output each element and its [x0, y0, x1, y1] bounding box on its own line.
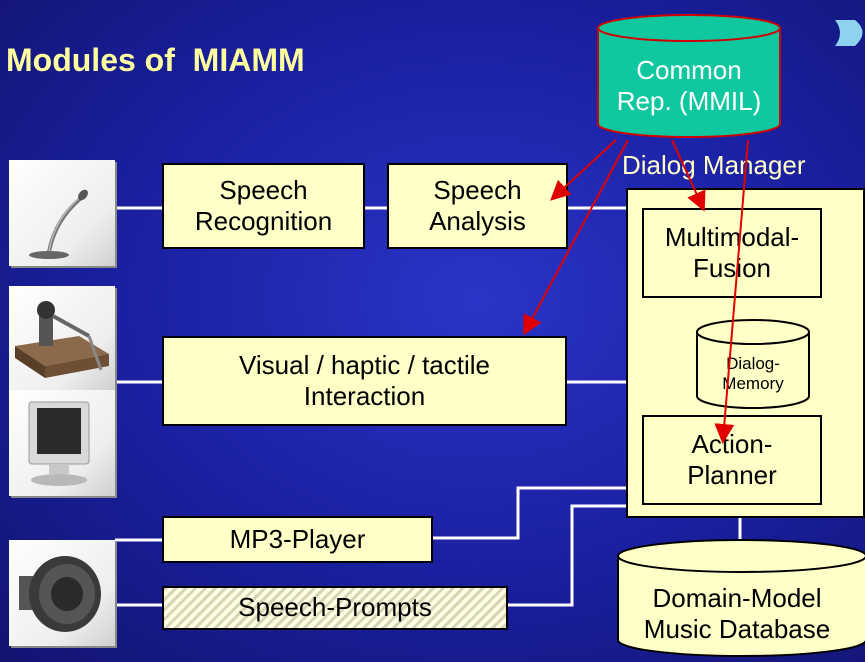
monitor-device — [9, 390, 115, 496]
speech-analysis-line1: Speech — [433, 174, 522, 205]
visual-haptic-line2: Interaction — [303, 381, 426, 411]
dialog-manager-label: Dialog Manager — [622, 150, 806, 180]
haptic-device — [9, 286, 115, 392]
mp3-player-box: MP3-Player — [162, 516, 433, 563]
common-rep-line2: Rep. (MMIL) — [616, 86, 762, 116]
microphone-icon — [29, 189, 88, 259]
haptic-device-icon — [15, 301, 109, 378]
domain-model-line1: Domain-Model — [652, 582, 822, 613]
microphone-device — [9, 160, 115, 266]
speech-recognition-box: Speech Recognition — [162, 163, 365, 249]
speech-prompts-label: Speech-Prompts — [238, 592, 432, 623]
domain-model-label: Domain-Model Music Database — [612, 576, 862, 652]
monitor-icon — [28, 401, 90, 486]
speech-recognition-line2: Recognition — [194, 206, 333, 236]
visual-haptic-box: Visual / haptic / tactile Interaction — [162, 336, 567, 426]
speech-prompts-box: Speech-Prompts — [162, 586, 508, 630]
action-planner-line2: Planner — [687, 460, 777, 490]
page-title: Modules of MIAMM — [6, 42, 305, 78]
speech-analysis-line2: Analysis — [429, 206, 526, 236]
common-rep-label: Common Rep. (MMIL) — [598, 48, 780, 124]
visual-haptic-line1: Visual / haptic / tactile — [239, 349, 490, 380]
speech-recognition-line1: Speech — [219, 174, 308, 205]
domain-model-line2: Music Database — [643, 614, 831, 644]
mp3-player-label: MP3-Player — [229, 523, 366, 554]
speaker-device — [9, 540, 115, 646]
speaker-icon — [19, 556, 101, 632]
common-rep-line1: Common — [636, 54, 742, 85]
